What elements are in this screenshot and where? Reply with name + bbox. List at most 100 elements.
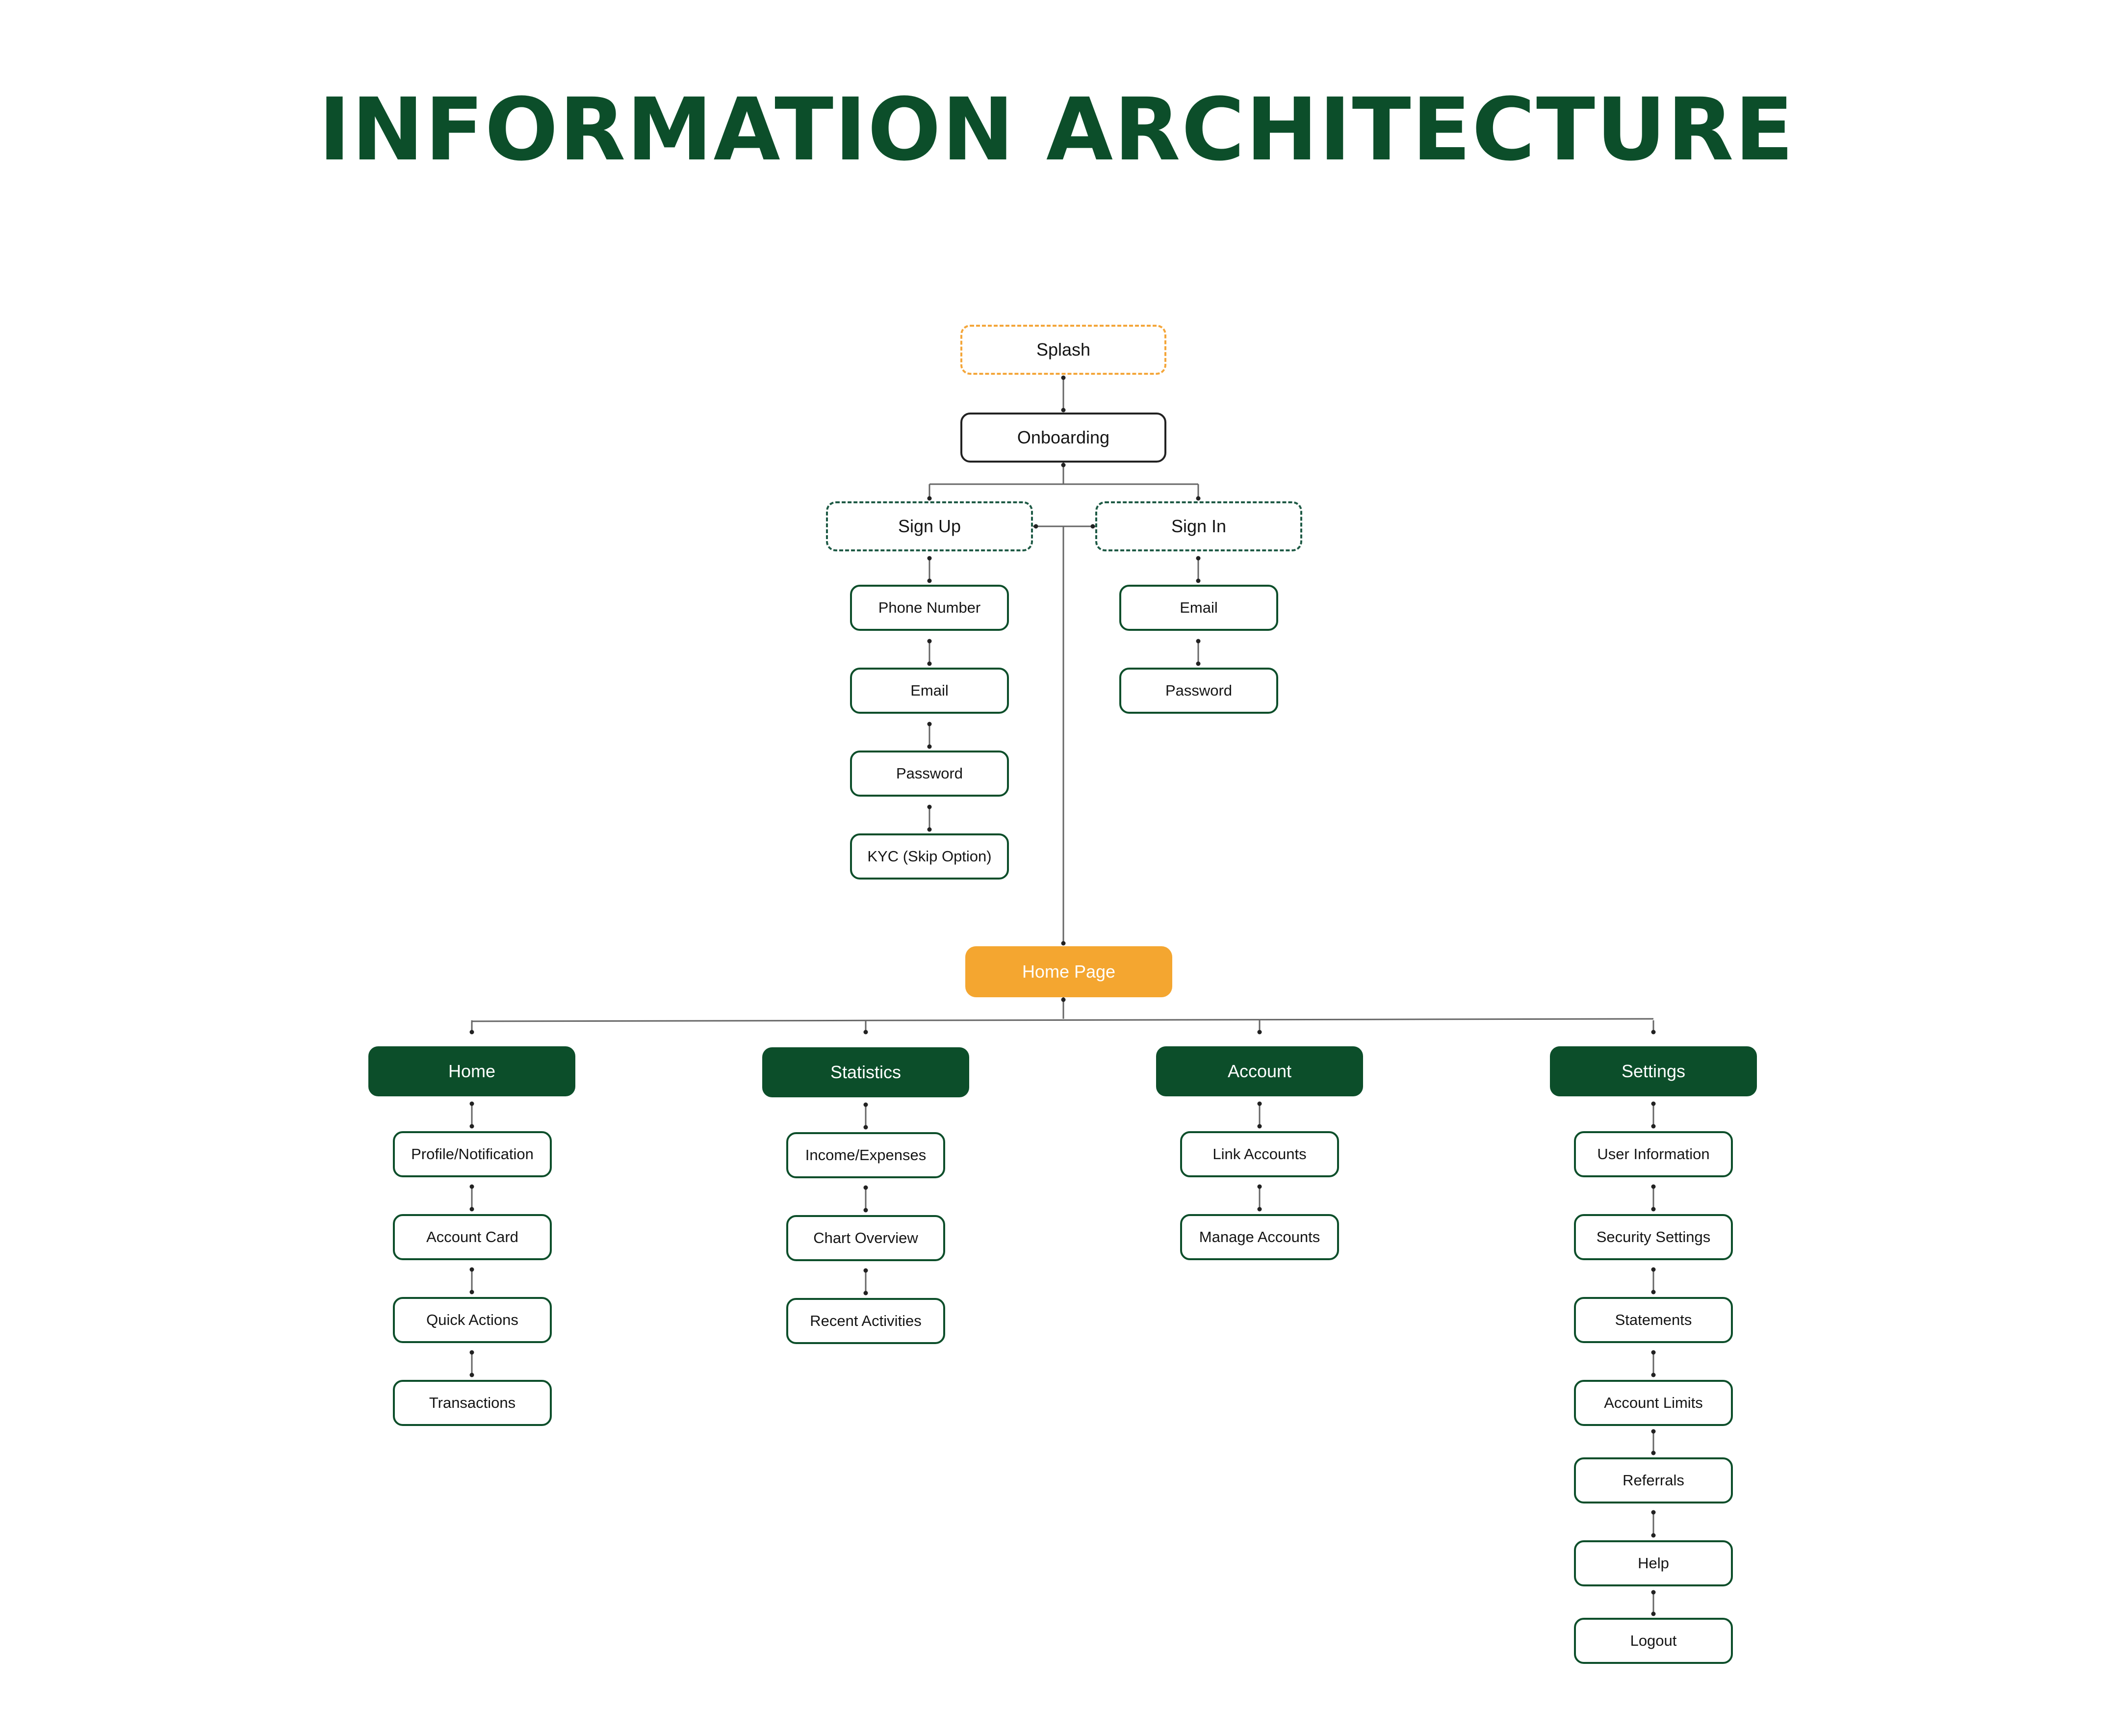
node-statistics-chart-overview: Chart Overview xyxy=(786,1215,945,1261)
connector-dot xyxy=(863,1268,868,1273)
connector-dot xyxy=(863,1102,868,1107)
connector-dot xyxy=(863,1208,868,1213)
node-settings-account-limits: Account Limits xyxy=(1574,1380,1733,1426)
connector-dot xyxy=(1257,1124,1262,1129)
connector-dot xyxy=(1061,997,1066,1002)
connector-dot xyxy=(1257,1184,1262,1189)
connector-dot xyxy=(927,496,932,501)
node-category-label: Home xyxy=(448,1061,496,1081)
connector-dot xyxy=(469,1373,474,1377)
node-label: Income/Expenses xyxy=(805,1146,927,1164)
node-sign-up-kyc: KYC (Skip Option) xyxy=(850,833,1009,880)
connector-dot xyxy=(927,639,932,644)
connector-dot xyxy=(1651,1184,1656,1189)
node-label: Email xyxy=(1180,599,1218,616)
connector-dot xyxy=(1651,1451,1656,1455)
connector-dot xyxy=(1651,1267,1656,1272)
connector-dot xyxy=(1651,1350,1656,1355)
page-title: INFORMATION ARCHITECTURE xyxy=(318,79,1795,180)
node-category-label: Account xyxy=(1227,1061,1292,1081)
node-sign-in-password: Password xyxy=(1119,668,1278,714)
connector-dot xyxy=(927,578,932,583)
connector-dot xyxy=(469,1184,474,1189)
connector-dot xyxy=(1196,578,1201,583)
connector-dot xyxy=(469,1101,474,1106)
node-label: Referrals xyxy=(1623,1472,1684,1489)
connector-dot xyxy=(1257,1030,1262,1035)
connector-dot xyxy=(863,1291,868,1296)
node-home-page-label: Home Page xyxy=(1022,961,1116,982)
node-label: Password xyxy=(1165,682,1233,699)
connector-dot xyxy=(1651,1611,1656,1616)
node-sign-up-phone-number: Phone Number xyxy=(850,585,1009,631)
connector-dot xyxy=(1090,524,1095,529)
node-label: Account Limits xyxy=(1604,1394,1703,1411)
connector-dot xyxy=(469,1350,474,1355)
connector-dot xyxy=(469,1207,474,1212)
connector-dot xyxy=(1033,524,1038,529)
connector-dot xyxy=(1196,556,1201,561)
node-settings-statements: Statements xyxy=(1574,1297,1733,1343)
connector-dot xyxy=(927,804,932,809)
connector-dot xyxy=(469,1290,474,1295)
connector-dot xyxy=(1061,375,1066,380)
node-sign-up: Sign Up xyxy=(826,501,1033,551)
node-label: Recent Activities xyxy=(810,1312,922,1329)
node-sign-in: Sign In xyxy=(1095,501,1302,551)
connector-dot xyxy=(927,556,932,561)
connector-dot xyxy=(1196,661,1201,666)
node-account-manage-accounts: Manage Accounts xyxy=(1180,1214,1339,1260)
connector-dot xyxy=(863,1125,868,1130)
connector-dot xyxy=(1651,1429,1656,1434)
connector-dot xyxy=(1196,639,1201,644)
node-home-profile-notification: Profile/Notification xyxy=(393,1131,552,1177)
connector-dot xyxy=(1061,408,1066,413)
node-label: Link Accounts xyxy=(1212,1145,1307,1163)
connector-dot xyxy=(1196,496,1201,501)
node-category-settings: Settings xyxy=(1550,1046,1757,1096)
connector-dot xyxy=(1257,1101,1262,1106)
connector-dot xyxy=(927,744,932,749)
connector-dot xyxy=(1651,1124,1656,1129)
connector-dot xyxy=(469,1124,474,1129)
node-label: Phone Number xyxy=(878,599,981,616)
node-sign-up-password: Password xyxy=(850,751,1009,797)
node-label: User Information xyxy=(1597,1145,1710,1163)
connector-dot xyxy=(863,1185,868,1190)
node-onboarding: Onboarding xyxy=(960,413,1166,463)
node-label: Profile/Notification xyxy=(411,1145,534,1163)
node-label: Help xyxy=(1638,1555,1669,1572)
node-category-label: Settings xyxy=(1621,1061,1686,1081)
node-label: Manage Accounts xyxy=(1199,1228,1320,1245)
node-home-quick-actions: Quick Actions xyxy=(393,1297,552,1343)
connector-dot xyxy=(1651,1533,1656,1538)
node-settings-referrals: Referrals xyxy=(1574,1457,1733,1503)
node-sign-in-email: Email xyxy=(1119,585,1278,631)
node-label: Password xyxy=(896,765,963,782)
node-splash-label: Splash xyxy=(1036,339,1091,360)
node-onboarding-label: Onboarding xyxy=(1017,427,1110,447)
node-settings-help: Help xyxy=(1574,1540,1733,1586)
node-label: Transactions xyxy=(429,1394,516,1411)
node-label: Chart Overview xyxy=(813,1229,918,1246)
connector-dot xyxy=(1257,1207,1262,1212)
node-sign-in-label: Sign In xyxy=(1171,516,1227,536)
connector-dot xyxy=(1651,1590,1656,1595)
node-label: Email xyxy=(910,682,949,699)
node-home-account-card: Account Card xyxy=(393,1214,552,1260)
node-category-account: Account xyxy=(1156,1046,1363,1096)
connector-dot xyxy=(469,1030,474,1035)
connector-dot xyxy=(1061,941,1066,946)
node-statistics-income-expenses: Income/Expenses xyxy=(786,1132,945,1178)
connector-dot xyxy=(1651,1030,1656,1035)
node-category-home: Home xyxy=(368,1046,575,1096)
node-label: Security Settings xyxy=(1596,1228,1711,1245)
connector-dot xyxy=(1651,1373,1656,1377)
connector-dot xyxy=(469,1267,474,1272)
node-home-page: Home Page xyxy=(965,946,1172,997)
node-category-label: Statistics xyxy=(830,1062,902,1082)
node-sign-up-email: Email xyxy=(850,668,1009,714)
node-settings-user-information: User Information xyxy=(1574,1131,1733,1177)
connector-line xyxy=(471,1018,1654,1022)
